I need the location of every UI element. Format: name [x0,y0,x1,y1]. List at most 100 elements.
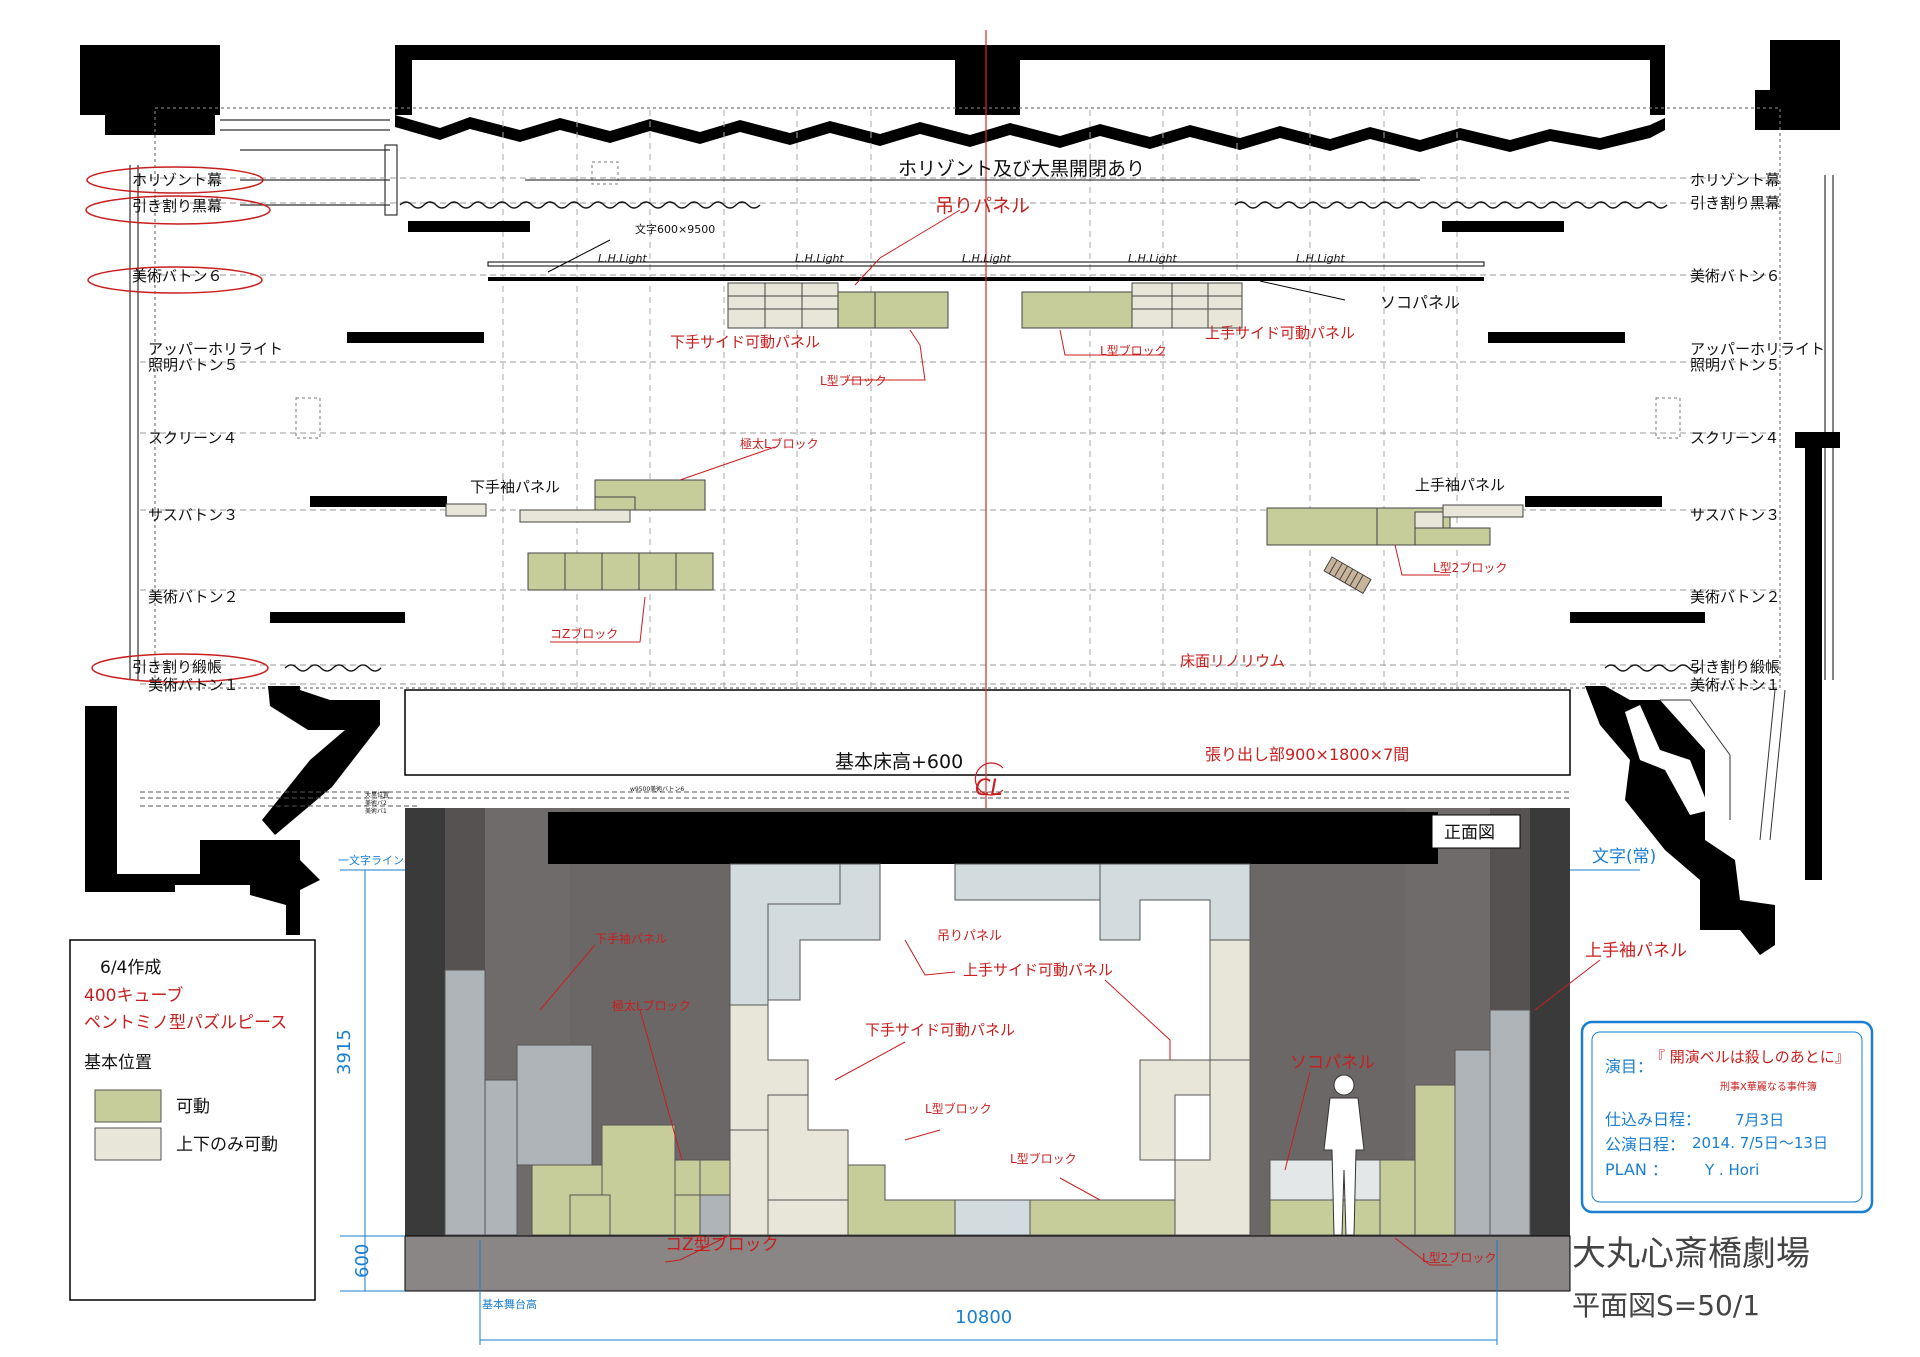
lh-light-5: L.H.Light [1296,252,1346,265]
right-label-3: アッパーホリライト [1690,340,1825,358]
info-text: 演目： 『 開演ベルは殺しのあとに』 刑事X華麗なる事件簿 仕込み日程： 7月3… [1605,1048,1850,1179]
mini-line-2: 美術バ1 [365,807,387,815]
elevation-labels: 正面図 文字(常) 一文字ライン 3915 600 10800 基本舞台高 下手… [334,823,1687,1328]
human-figure-icon [1323,1074,1365,1236]
base-floor-label: 基本床高+600 [835,751,963,773]
shimote-sode-label: 下手袖パネル [470,478,560,496]
legend-movable: 可動 [176,1097,210,1117]
legend-line1: 400キューブ [84,985,183,1006]
elev-l2-block: L型2ブロック [1422,1250,1496,1265]
right-label-4: 照明バトン５ [1690,356,1780,374]
elev-shimote-side: 下手サイド可動パネル [865,1021,1015,1039]
soko-panel-label: ソコパネル [1380,293,1460,312]
curtain-lines [284,201,1702,672]
elev-l-block-1: L型ブロック [925,1101,992,1116]
l-block-right-label: L型ブロック [1100,343,1167,358]
highlight-ellipses [85,166,271,683]
dimension-lines [340,869,1640,1345]
left-label-3: アッパーホリライト [148,340,283,358]
left-label-4: 照明バトン５ [148,356,238,374]
right-wall-outline [1660,689,1786,841]
mini-line-0: 大黒位置 [365,791,389,799]
kamite-side-label: 上手サイド可動パネル [1205,324,1355,342]
cz-block-label: コZブロック [550,626,618,641]
right-label-9: 美術バトン１ [1690,676,1780,694]
lh-light-1: L.H.Light [598,252,648,265]
legend-vertical-only: 上下のみ可動 [176,1135,278,1155]
legend-date: 6/4作成 [100,958,161,978]
kamite-sode-label: 上手袖パネル [1415,476,1505,494]
right-label-1: 引き割り黒幕 [1690,194,1780,212]
apron-extension [140,689,1571,807]
stage-outline [129,107,1834,689]
placeholders [295,161,1681,439]
right-label-5: スクリーン４ [1690,429,1779,447]
base-stage-label: 基本舞台高 [482,1297,537,1311]
plan-grid [502,110,1458,690]
mini-line-1: 美術バ2 [365,799,387,807]
l-block-left-label: L型ブロック [820,373,887,388]
elev-cz-type: コZ型ブロック [665,1234,779,1255]
right-label-0: ホリゾント幕 [1690,171,1780,189]
left-label-7: 美術バトン２ [148,588,238,606]
leader-lines [539,209,1601,1266]
production-info-box [1580,1020,1874,1214]
elev-soko-panel: ソコパネル [1290,1053,1375,1073]
legend-heading: 基本位置 [84,1053,152,1073]
dim-10800: 10800 [955,1307,1012,1328]
info-title-label: 演目： [1605,1057,1653,1076]
elev-l-block-2: L型ブロック [1010,1151,1077,1166]
right-batten-labels: ホリゾント幕 引き割り黒幕 美術バトン６ アッパーホリライト 照明バトン５ スク… [1690,171,1825,694]
left-batten-labels: ホリゾント幕 引き割り黒幕 美術バトン６ アッパーホリライト 照明バトン５ スク… [132,171,283,694]
info-title: 『 開演ベルは殺しのあとに』 [1650,1048,1850,1066]
hanging-panel-label: 吊りパネル [935,195,1030,217]
venue-scale: 平面図S=50/1 [1572,1289,1760,1322]
legend-line2: ペントミノ型パズルピース [84,1013,287,1033]
legend-swatch-movable [94,1089,162,1123]
sode-panels [445,479,1524,595]
right-label-2: 美術バトン６ [1690,267,1780,285]
front-elevation [404,808,1571,1292]
lh-light-4: L.H.Light [1128,252,1178,265]
hanging-panels [727,282,1243,329]
left-label-5: スクリーン４ [148,429,237,447]
left-label-8: 引き割り緞帳 [132,658,222,676]
front-view-title: 正面図 [1444,823,1495,843]
left-label-9: 美術バトン１ [148,676,238,694]
left-label-2: 美術バトン６ [132,267,222,285]
batten-lines [140,177,1780,685]
text-size-label: 文字600×9500 [635,222,715,236]
right-label-8: 引き割り緞帳 [1690,658,1780,676]
left-label-1: 引き割り黒幕 [132,197,222,215]
info-setup: 7月3日 [1735,1111,1784,1129]
gokubuto-l-label: 極太Lブロック [740,436,819,451]
venue-text: 大丸心斎橋劇場 平面図S=50/1 [1572,1234,1810,1322]
info-plan-label: PLAN ： [1605,1160,1668,1179]
elev-shimote-sode: 下手袖パネル [595,931,667,946]
right-label-6: サスバトン３ [1690,506,1780,524]
dim-3915: 3915 [334,1029,355,1075]
right-label-7: 美術バトン２ [1690,588,1780,606]
elev-kamite-sode: 上手袖パネル [1585,941,1687,961]
l2-block-label: L型2ブロック [1433,560,1507,575]
plan-labels: ホリゾント及び大黒開閉あり 吊りパネル 文字600×9500 L.H.Light… [365,158,1507,815]
elev-kamite-side: 上手サイド可動パネル [963,961,1113,979]
info-subtitle: 刑事X華麗なる事件簿 [1720,1080,1817,1093]
elev-hanging-panel: 吊りパネル [937,929,1002,944]
lh-light-2: L.H.Light [795,252,845,265]
left-label-6: サスバトン３ [148,506,238,524]
hitomoji-line-label: 一文字ライン [338,853,404,867]
legend-swatch-vertical [94,1127,162,1161]
upstage-wall [80,40,1840,152]
batten-bars [270,221,1705,623]
mini-label: w9500美術バトン6 [630,785,684,793]
extension-label: 張り出し部900×1800×7間 [1205,745,1409,764]
legend-text: 6/4作成 400キューブ ペントミノ型パズルピース 基本位置 可動 上下のみ可… [84,958,287,1155]
left-label-0: ホリゾント幕 [132,171,222,189]
info-plan-by: Y . Hori [1704,1161,1759,1179]
elev-gokubuto-l: 極太Lブロック [612,998,691,1013]
shimote-side-label: 下手サイド可動パネル [670,333,820,351]
text-normal-label: 文字(常) [1592,847,1656,867]
legend-box [69,939,316,1301]
